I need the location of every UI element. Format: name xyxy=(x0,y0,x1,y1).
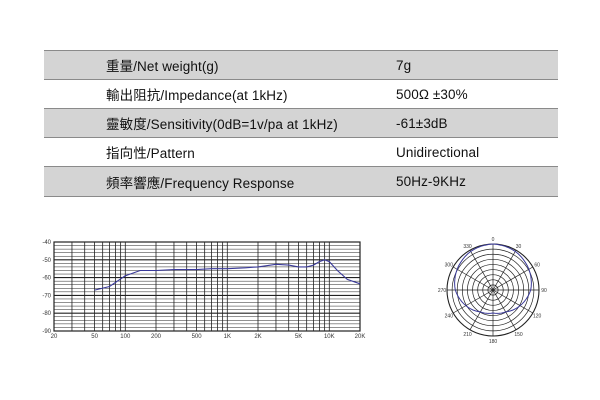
angle-label: 270 xyxy=(438,288,446,294)
angle-label: 0 xyxy=(492,237,495,243)
spec-row-pattern: 指向性/Pattern Unidirectional xyxy=(44,138,558,167)
x-tick-label: 1K xyxy=(224,334,231,340)
spec-row-net-weight: 重量/Net weight(g) 7g xyxy=(44,51,558,80)
spec-value: Unidirectional xyxy=(396,144,480,160)
plot-frame xyxy=(53,241,361,332)
polar-spoke xyxy=(452,289,494,314)
spec-table: 重量/Net weight(g) 7g 輸出阻抗/Impedance(at 1k… xyxy=(44,50,558,197)
spec-value: 50Hz-9KHz xyxy=(396,174,466,189)
spec-label: 靈敏度/Sensitivity(0dB=1v/pa at 1kHz) xyxy=(106,117,338,132)
polar-pattern-curve xyxy=(454,243,532,314)
spec-label: 指向性/Pattern xyxy=(106,146,195,161)
polar-grid xyxy=(446,243,540,337)
y-tick-label: -90 xyxy=(42,329,51,335)
x-tick-label: 5K xyxy=(295,334,302,340)
angle-label: 30 xyxy=(516,244,522,250)
angle-label: 120 xyxy=(533,314,542,320)
x-tick-label: 50 xyxy=(91,334,98,340)
spec-value: 7g xyxy=(396,57,412,73)
x-tick-label: 500 xyxy=(192,334,203,340)
spec-value: -61±3dB xyxy=(396,115,448,131)
spec-row-impedance: 輸出阻抗/Impedance(at 1kHz) 500Ω ±30% xyxy=(44,80,558,109)
polar-spoke xyxy=(492,289,534,314)
polar-spoke xyxy=(452,266,494,291)
x-tick-label: 10K xyxy=(324,334,335,340)
y-tick-label: -50 xyxy=(42,258,51,264)
x-tick-label: 20 xyxy=(51,334,58,340)
angle-label: 180 xyxy=(489,339,498,345)
x-tick-label: 200 xyxy=(151,334,162,340)
angle-label: 240 xyxy=(445,314,454,320)
polar-spoke xyxy=(469,289,494,331)
response-curve xyxy=(94,259,361,291)
angle-label: 150 xyxy=(514,332,523,338)
spec-row-frequency-response: 頻率響應/Frequency Response 50Hz-9KHz xyxy=(44,167,558,196)
spec-label: 輸出阻抗/Impedance(at 1kHz) xyxy=(106,88,288,103)
angle-label: 300 xyxy=(445,263,454,269)
polar-pattern-chart: 0 30 60 90 120 150 180 210 240 270 300 330 xyxy=(438,237,547,345)
polar-spoke xyxy=(492,289,517,331)
polar-spoke xyxy=(492,249,517,291)
spec-label: 頻率響應/Frequency Response xyxy=(106,175,295,191)
angle-label: 210 xyxy=(463,332,472,338)
x-tick-label: 20K xyxy=(355,334,366,340)
spec-value: 500Ω ±30% xyxy=(396,86,468,102)
angle-label: 90 xyxy=(541,288,547,294)
polar-spoke xyxy=(492,266,534,291)
x-tick-label: 2K xyxy=(254,334,261,340)
x-tick-label: 100 xyxy=(120,334,131,340)
spec-label: 重量/Net weight(g) xyxy=(106,59,219,74)
y-tick-label: -80 xyxy=(42,311,51,317)
angle-label: 60 xyxy=(534,263,540,269)
y-tick-label: -60 xyxy=(42,276,51,282)
chart-grid xyxy=(53,241,361,332)
spec-row-sensitivity: 靈敏度/Sensitivity(0dB=1v/pa at 1kHz) -61±3… xyxy=(44,109,558,138)
polar-spoke xyxy=(469,249,494,291)
y-tick-label: -70 xyxy=(42,293,51,299)
angle-label: 330 xyxy=(463,244,472,250)
y-tick-label: -40 xyxy=(42,240,51,246)
